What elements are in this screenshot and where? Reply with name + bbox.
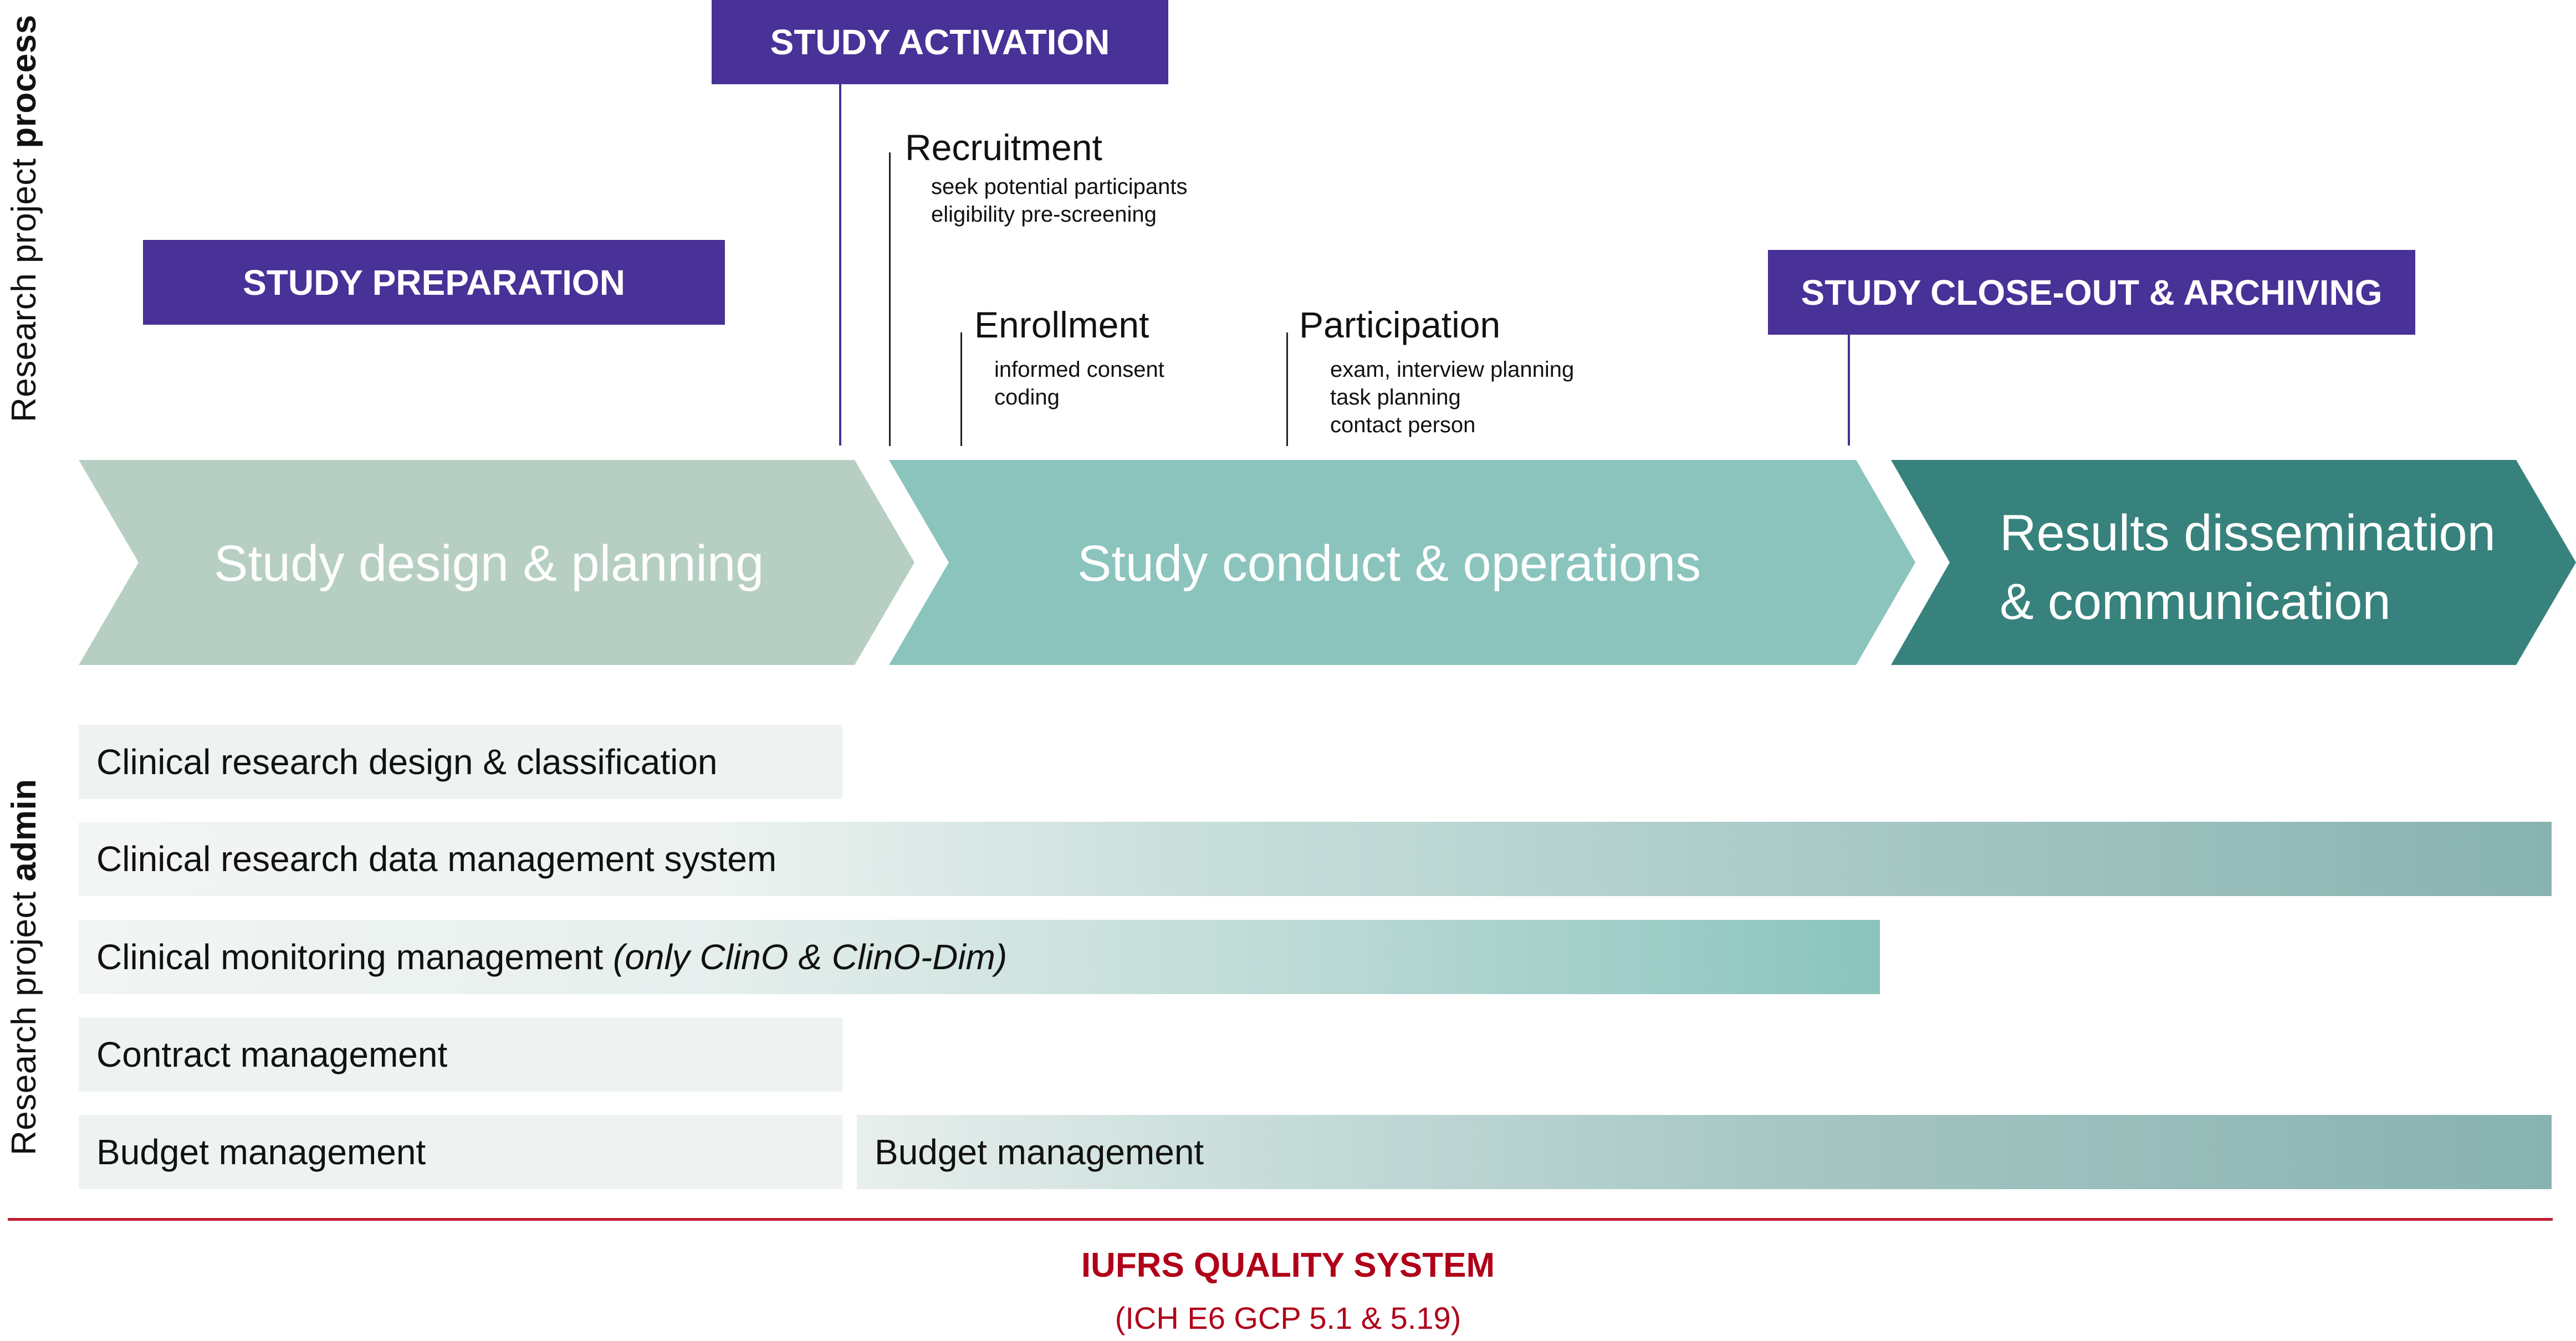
admin-bar-budget-management-conduct: Budget management [857,1115,2552,1189]
admin-bar-data-management: Clinical research data management system [79,822,2552,896]
step-item: coding [994,385,1060,410]
admin-bar-label: Budget management [875,1132,1204,1172]
step-item: exam, interview planning [1330,357,1575,382]
admin-bar-contract-management: Contract management [79,1017,842,1092]
chevron-label-results-line2: & communication [2000,574,2391,630]
chevron-study-conduct [889,460,1915,665]
phase-box-study-preparation: STUDY PREPARATION [143,240,725,325]
chevron-label-study-conduct: Study conduct & operations [1077,535,1701,592]
step-item: task planning [1330,385,1461,410]
admin-bar-label: Clinical monitoring management [96,937,613,977]
chevron-study-design [79,460,914,665]
step-title-enrollment: Enrollment [974,304,1149,345]
quality-system-divider [8,1218,2553,1221]
admin-bar-label: Budget management [96,1132,426,1172]
chevron-label-results-line1: Results dissemination [2000,505,2496,561]
quality-system-subtitle: (ICH E6 GCP 5.1 & 5.19) [1115,1301,1461,1335]
chevron-results-dissemination [1891,460,2576,665]
admin-bar-clinical-monitoring: Clinical monitoring management (only Cli… [79,920,1880,994]
step-items-enrollment: informed consent coding [994,356,1164,411]
step-title-recruitment: Recruitment [905,127,1102,168]
admin-bar-label: Clinical research design & classificatio… [96,742,718,782]
closeout-connector-line [1848,335,1850,446]
step-items-recruitment: seek potential participants eligibility … [931,173,1188,228]
step-item: contact person [1330,413,1476,437]
admin-bar-note: (only ClinO & ClinO-Dim) [613,937,1008,977]
activation-connector-line [839,84,841,446]
chevron-label-study-design: Study design & planning [214,535,764,592]
quality-system-title: IUFRS QUALITY SYSTEM [1081,1246,1495,1284]
admin-bar-budget-management-prep: Budget management [79,1115,842,1189]
admin-bar-design-classification: Clinical research design & classificatio… [79,725,842,799]
admin-bar-label: Contract management [96,1035,448,1074]
recruitment-marker-line [889,152,891,446]
phase-box-study-closeout: STUDY CLOSE-OUT & ARCHIVING [1768,250,2415,335]
step-item: eligibility pre-screening [931,202,1157,227]
step-item: seek potential participants [931,175,1188,199]
phase-box-study-activation: STUDY ACTIVATION [712,0,1168,84]
enrollment-marker-line [960,332,962,446]
step-item: informed consent [994,357,1164,382]
participation-marker-line [1286,332,1288,446]
admin-bar-label: Clinical research data management system [96,839,777,879]
step-items-participation: exam, interview planning task planning c… [1330,356,1574,439]
step-title-participation: Participation [1299,304,1501,345]
